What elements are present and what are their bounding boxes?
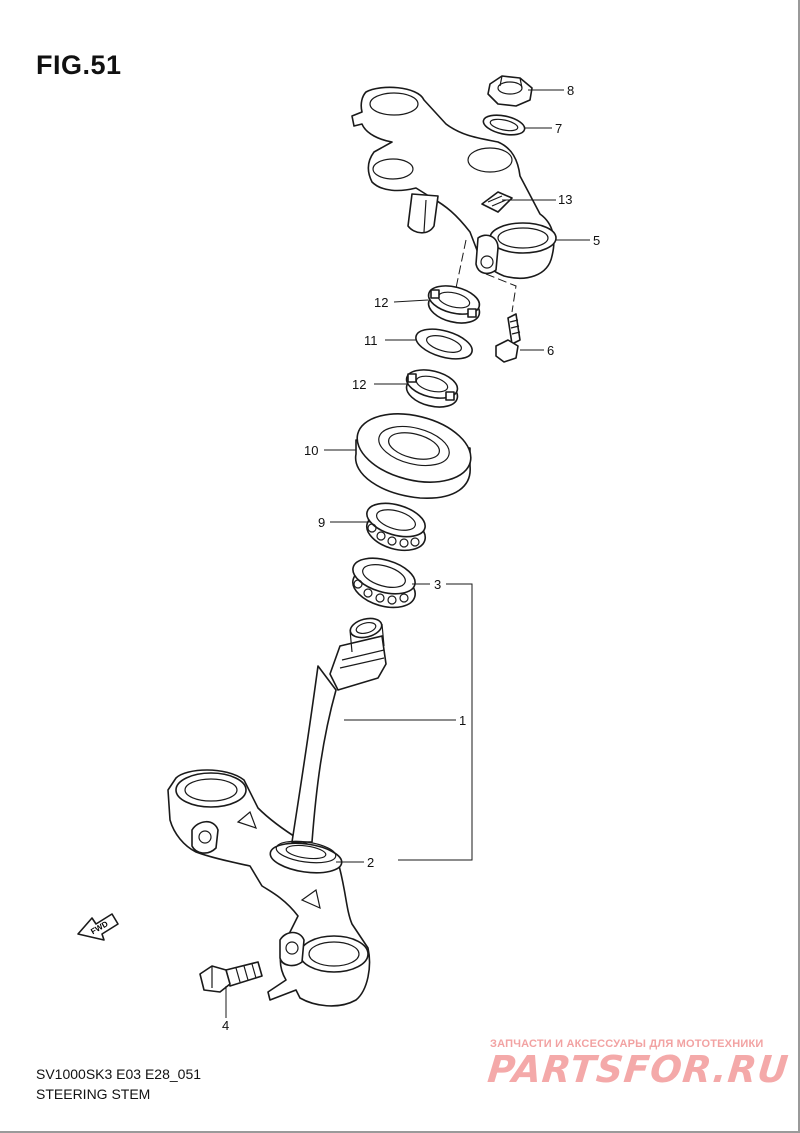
- callout-4: 4: [222, 1018, 229, 1033]
- part-13-label-plate[interactable]: [481, 191, 513, 213]
- assembly-line-bolt: [485, 273, 517, 313]
- part-7-washer[interactable]: [482, 112, 527, 138]
- part-10-dust-seal[interactable]: [350, 403, 478, 499]
- watermark-logo[interactable]: PARTSFOR.RU: [485, 1048, 791, 1091]
- part-8-steering-stem-nut[interactable]: [487, 75, 533, 107]
- part-4-lower-clamp-bolt[interactable]: [199, 961, 263, 993]
- callout-9: 9: [318, 515, 325, 530]
- callout-6: 6: [547, 343, 554, 358]
- diagram-name: STEERING STEM: [36, 1086, 151, 1102]
- figure-title: FIG.51: [36, 50, 122, 80]
- callout-10: 10: [304, 443, 318, 458]
- part-1-steering-stem[interactable]: [167, 615, 387, 1007]
- assembly-line-stem: [455, 239, 467, 289]
- part-9-upper-bearing[interactable]: [362, 497, 429, 556]
- fwd-arrow: FWD: [77, 913, 119, 941]
- callout-7: 7: [555, 121, 562, 136]
- callout-5: 5: [593, 233, 600, 248]
- callout-1: 1: [459, 713, 466, 728]
- part-5-upper-bracket[interactable]: [351, 86, 557, 279]
- callout-12-lower: 12: [352, 377, 366, 392]
- part-11-washer[interactable]: [413, 324, 476, 365]
- callout-8: 8: [567, 83, 574, 98]
- part-12-upper-lock-nut[interactable]: [425, 281, 482, 328]
- callout-13: 13: [558, 192, 572, 207]
- leader-lines: [225, 89, 590, 1018]
- callout-labels: 8 7 13 5 12 6 11 12 10 9 3 1 2 4: [222, 83, 600, 1033]
- part-2-steering-stem-seal[interactable]: [268, 838, 343, 877]
- part-3-lower-bearing[interactable]: [348, 552, 419, 614]
- part-6-clamp-bolt[interactable]: [495, 313, 521, 363]
- callout-12-upper: 12: [374, 295, 388, 310]
- watermark-tagline: ЗАПЧАСТИ И АКСЕССУАРЫ ДЛЯ МОТОТЕХНИКИ: [490, 1038, 764, 1050]
- callout-2: 2: [367, 855, 374, 870]
- callout-3: 3: [434, 577, 441, 592]
- model-code: SV1000SK3 E03 E28_051: [36, 1066, 202, 1082]
- part-12-lower-lock-nut[interactable]: [403, 365, 460, 412]
- callout-11: 11: [364, 333, 378, 348]
